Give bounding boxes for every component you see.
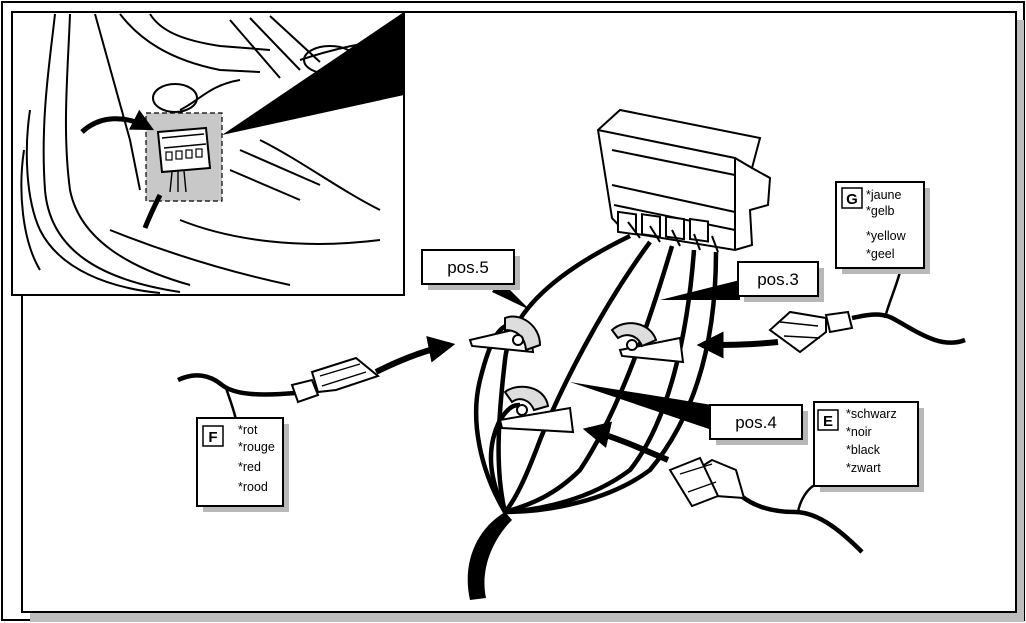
wire-color-E-3: *zwart [846,461,881,475]
callout-pos3-label: pos.3 [757,270,799,289]
spade-plug-icon [177,271,966,554]
wire-label-G: G *jaune *gelb *yellow *geel [835,181,930,274]
inset-panel [11,11,405,296]
wire-letter-F: F [208,429,217,446]
wire-letter-G: G [846,191,858,208]
splice-pos4 [498,385,575,434]
wire-label-F: F *rot *rouge *red *rood [196,417,289,512]
inset-connector-icon [156,126,212,193]
callout-pos5: pos.5 [421,249,520,290]
wire-color-G-0: *jaune [866,188,901,202]
zoom-wedge [222,12,404,135]
multi-pin-connector-icon [596,108,772,253]
callout-pos5-label: pos.5 [447,258,489,277]
wire-color-G-3: *geel [866,247,895,261]
wire-letter-E: E [823,413,833,430]
wire-color-F-2: *red [238,460,261,474]
wire-color-E-2: *black [846,443,881,457]
callout-pos3: pos.3 [737,261,824,302]
wire-color-F-3: *rood [238,480,268,494]
wire-label-E: E *schwarz *noir *black *zwart [813,401,924,492]
inset-arrow-icon [80,109,154,134]
wire-color-G-1: *gelb [866,204,895,218]
wire-color-E-1: *noir [846,425,872,439]
wire-color-E-0: *schwarz [846,407,897,421]
harness-end [467,512,512,600]
splice-pos5 [468,315,542,354]
wire-color-F-0: *rot [238,423,258,437]
callout-pos4: pos.4 [709,404,808,445]
inset-harness [142,193,163,229]
wire-color-G-2: *yellow [866,229,907,243]
callout-pos4-label: pos.4 [735,413,777,432]
wire-color-F-1: *rouge [238,440,275,454]
trunk-illustration [20,13,401,294]
splice-pos3 [610,322,685,364]
wire-tap-connector-icon [468,315,685,434]
